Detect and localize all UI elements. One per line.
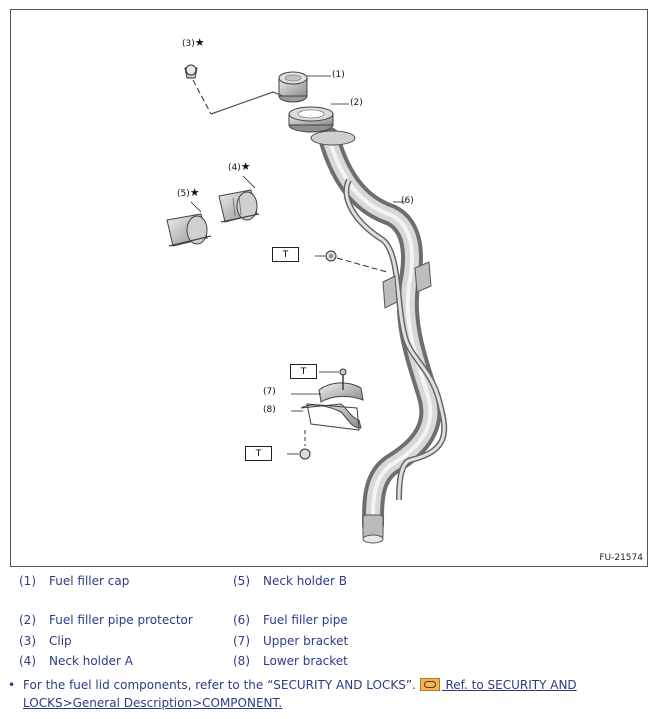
component-diagram: (1) (2) (3)★ (4)★ (5)★ (6) (7) (8) T T T… [10,9,648,567]
callout-7: (7) [263,387,276,397]
upper-bracket-drawing [318,368,364,403]
fuel-filler-cap-drawing [278,71,308,103]
legend-name: Clip [49,634,72,648]
bolt-upper-drawing [325,250,388,273]
figure-id: FU-21574 [599,553,643,563]
legend-number: (8) [233,654,250,668]
torque-box: T [272,247,299,262]
legend-name: Neck holder A [49,654,133,668]
torque-box: T [290,364,317,379]
link-icon [419,678,440,691]
lower-bracket-drawing [299,403,362,460]
bullet-icon: • [8,678,16,692]
legend-number: (1) [19,574,36,588]
leader-lines [190,75,405,455]
callout-3: (3)★ [182,36,205,49]
legend-number: (7) [233,634,250,648]
callout-1: (1) [332,70,345,80]
pipe-protector-drawing [288,106,334,133]
star-mark: ★ [194,36,205,49]
star-mark: ★ [189,186,200,199]
legend-name: Neck holder B [263,574,347,588]
fuel-filler-pipe-drawing [310,127,448,544]
legend-number: (6) [233,613,250,627]
note-body: For the fuel lid components, refer to th… [23,676,623,712]
neck-holder-a-drawing [218,189,260,223]
legend-number: (2) [19,613,36,627]
callout-8: (8) [263,405,276,415]
legend-name: Fuel filler cap [49,574,130,588]
callout-6: (6) [401,196,414,206]
callout-5: (5)★ [177,186,200,199]
clip-drawing [184,64,284,115]
callout-2: (2) [350,98,363,108]
neck-holder-b-drawing [166,213,212,247]
legend-name: Fuel filler pipe protector [49,613,193,627]
torque-box: T [245,446,272,461]
diagram-drawing [166,64,448,544]
legend-number: (3) [19,634,36,648]
reference-link-text: Ref. to SECURITY AND LOCKS>General Descr… [23,678,577,710]
callout-4: (4)★ [228,160,251,173]
legend-name: Upper bracket [263,634,349,648]
note-text: For the fuel lid components, refer to th… [23,678,416,692]
legend-number: (4) [19,654,36,668]
legend-name: Fuel filler pipe [263,613,348,627]
legend-name: Lower bracket [263,654,348,668]
security-locks-reference-link[interactable]: Ref. to SECURITY AND LOCKS>General Descr… [23,678,577,710]
legend-number: (5) [233,574,250,588]
star-mark: ★ [240,160,251,173]
